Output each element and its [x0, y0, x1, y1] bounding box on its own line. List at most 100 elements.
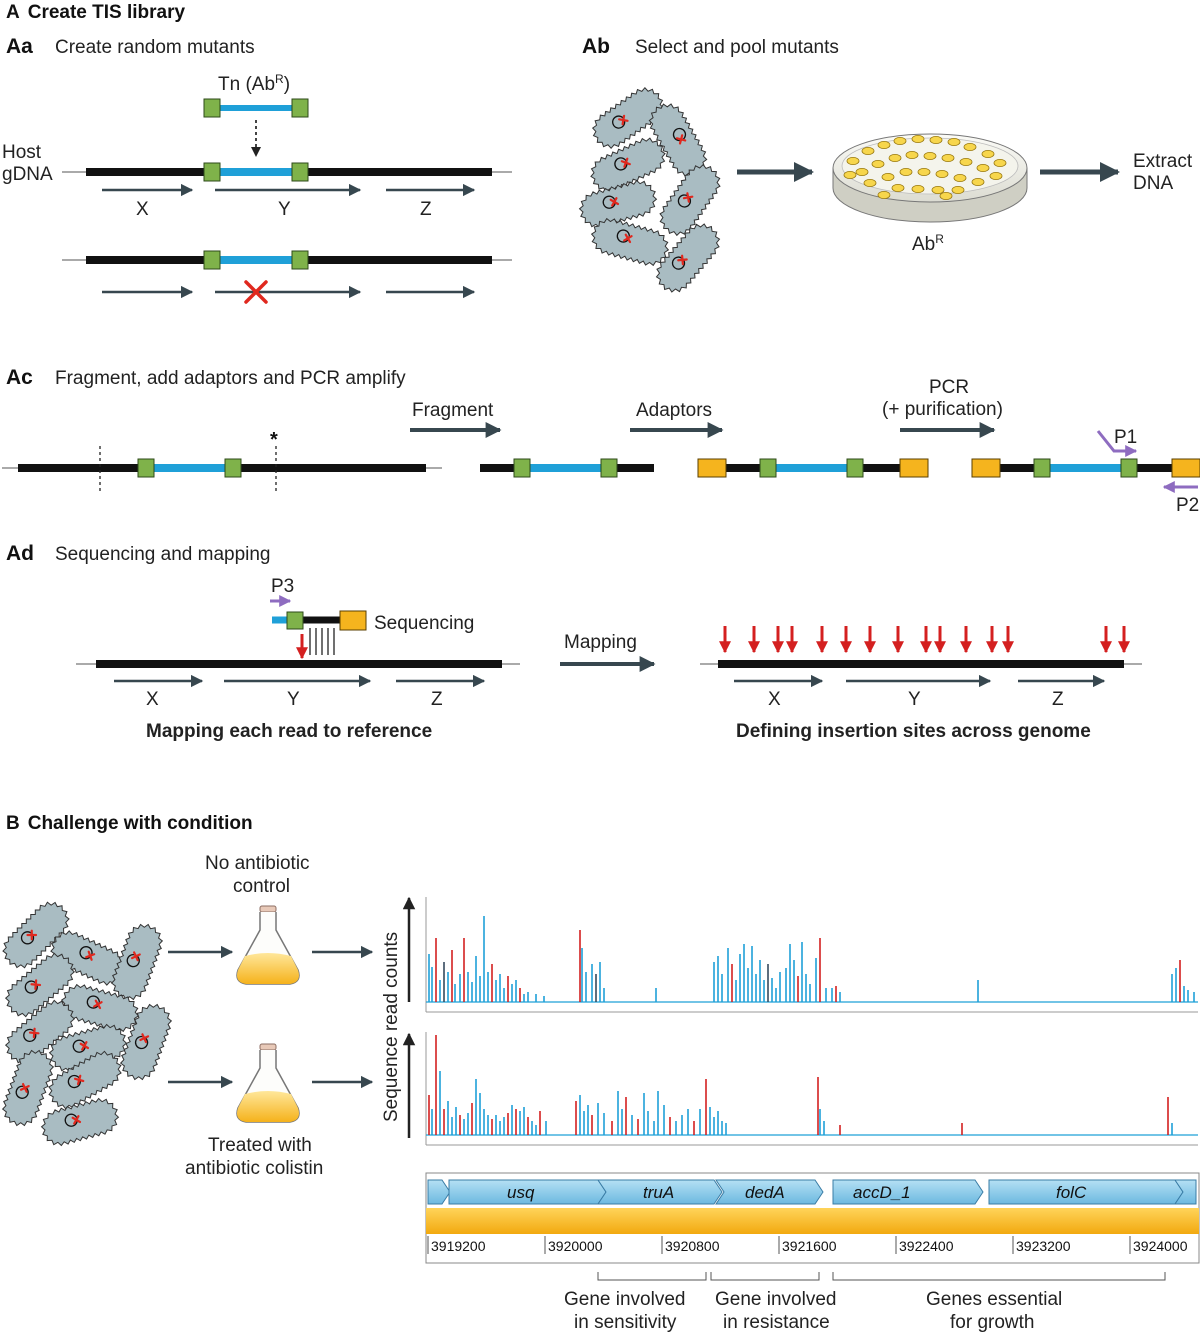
plate-label: AbR — [912, 232, 944, 255]
ad-panel: P3 Sequencing X Y Z Mapping each read to… — [76, 576, 1142, 742]
gene-accd1-label: accD_1 — [853, 1183, 911, 1202]
colony-7 — [963, 142, 977, 151]
section-Ad-title: Sequencing and mapping — [55, 544, 271, 565]
cut-site-asterisk: * — [270, 429, 278, 451]
extract-label-2: DNA — [1133, 173, 1173, 194]
tick-label-6: 3924000 — [1133, 1238, 1188, 1254]
control-label-2: control — [233, 876, 290, 897]
primer-p1-label: P1 — [1114, 427, 1137, 448]
bracket-sensitivity — [597, 1272, 707, 1281]
gene-z-label: Z — [420, 199, 432, 220]
bracket-resistance-label-2: in resistance — [723, 1312, 830, 1333]
mutant-cell-3 — [659, 163, 721, 237]
dna-fragment — [480, 458, 654, 478]
tn-label: Tn (AbR) — [218, 72, 290, 95]
control-read-bars — [428, 916, 1195, 1002]
treated-label-2: antibiotic colistin — [185, 1158, 323, 1179]
bracket-resistance-label-1: Gene involved — [715, 1289, 836, 1310]
gene-accd1-box — [832, 1179, 984, 1205]
colony-9 — [993, 158, 1007, 167]
aa-panel: Tn (AbR) Host gDNA X Y Z — [2, 72, 512, 304]
tick-label-4: 3922400 — [899, 1238, 954, 1254]
bracket-sensitivity-label-2: in sensitivity — [574, 1312, 677, 1333]
gene-trua-label: truA — [643, 1183, 674, 1202]
colony-16 — [959, 157, 973, 166]
colonies-group — [843, 134, 1007, 200]
treated-read-bars — [428, 1035, 1173, 1135]
tick-label-5: 3923200 — [1016, 1238, 1071, 1254]
colony-25 — [891, 183, 905, 192]
colony-4 — [911, 134, 925, 143]
section-Aa-letter: Aa — [6, 35, 33, 58]
colony-17 — [976, 163, 990, 172]
insertion-site-arrows — [719, 626, 1130, 654]
primer-p2-label: P2 — [1176, 495, 1199, 516]
genome-with-insertions — [700, 626, 1142, 668]
ad2-gene-x-label: X — [768, 689, 781, 710]
disruption-cross-icon — [244, 280, 268, 304]
colony-18 — [863, 178, 877, 187]
gene-trua-box — [597, 1179, 723, 1205]
colony-10 — [855, 167, 869, 176]
fragment-label: Fragment — [412, 400, 494, 421]
agar-plate — [832, 133, 1028, 223]
bracket-essential-label-2: for growth — [950, 1312, 1034, 1333]
adaptors-label: Adaptors — [636, 400, 712, 421]
b-panel: No antibiotic control Treated with antib… — [1, 853, 1200, 1333]
host-label-1: Host — [2, 142, 42, 163]
sequencing-read — [272, 610, 367, 660]
host-dna-1 — [62, 162, 512, 182]
colony-28 — [951, 185, 965, 194]
mutant-cell-2 — [590, 137, 666, 193]
adapted-fragment — [697, 458, 929, 478]
gene-x-label: X — [136, 199, 149, 220]
gene-deda-label: dedA — [745, 1183, 785, 1202]
tick-label-2: 3920800 — [665, 1238, 720, 1254]
primer-p1-arrow — [1096, 430, 1138, 457]
mutant-cell-4 — [578, 179, 658, 229]
ad-gene-x-label: X — [146, 689, 159, 710]
ad2-gene-y-label: Y — [908, 689, 921, 710]
pool-cell-3 — [4, 952, 76, 1018]
colony-30 — [939, 191, 953, 200]
colony-1 — [861, 146, 875, 155]
colony-23 — [953, 173, 967, 182]
mutant-cell-5 — [590, 217, 670, 267]
section-Ab-title: Select and pool mutants — [635, 37, 839, 58]
mutant-pool-cells — [1, 901, 173, 1147]
genome-band — [426, 1208, 1199, 1234]
genomic-fragment-uncut — [2, 446, 442, 492]
control-flask-icon — [236, 905, 300, 985]
pool-cell-1 — [50, 930, 126, 986]
colony-15 — [941, 153, 955, 162]
transposon-element — [203, 98, 309, 118]
treated-flask-icon — [236, 1043, 300, 1123]
section-Ac-title: Fragment, add adaptors and PCR amplify — [55, 368, 406, 389]
colony-27 — [931, 185, 945, 194]
tick-label-1: 3920000 — [548, 1238, 603, 1254]
treated-track — [425, 1032, 1198, 1146]
section-Ac-letter: Ac — [6, 366, 33, 389]
colony-21 — [917, 167, 931, 176]
section-Ab-letter: Ab — [582, 35, 610, 58]
colony-19 — [881, 172, 895, 181]
host-dna-2 — [62, 250, 512, 270]
control-label-1: No antibiotic — [205, 853, 310, 874]
pool-cell-9 — [48, 1050, 122, 1110]
tick-label-0: 3919200 — [431, 1238, 486, 1254]
mutant-cell-1 — [648, 103, 708, 177]
mutant-cells-group — [578, 86, 721, 293]
gene-folc-label: folC — [1056, 1183, 1087, 1202]
ad-gene-y-label: Y — [287, 689, 300, 710]
ab-panel: AbR Extract DNA — [578, 86, 1193, 293]
primer-p3-label: P3 — [271, 576, 294, 597]
section-Aa-title: Create random mutants — [55, 37, 255, 58]
colony-20 — [899, 167, 913, 176]
ad2-gene-z-label: Z — [1052, 689, 1064, 710]
ad-caption-right: Defining insertion sites across genome — [736, 721, 1091, 742]
pool-cell-8 — [1, 1049, 55, 1127]
mutant-cell-6 — [655, 223, 721, 293]
colony-22 — [935, 169, 949, 178]
gene-deda-box — [715, 1179, 824, 1205]
